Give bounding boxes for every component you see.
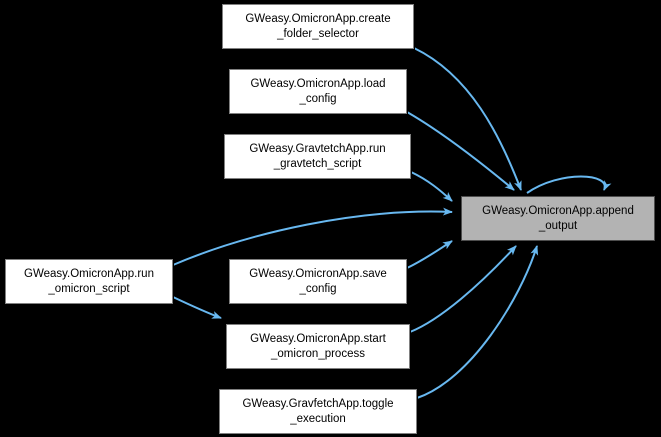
node-label: GWeasy.GravfetchApp.toggle _execution xyxy=(242,397,394,425)
edge-start-omicron-process-to-append-output xyxy=(409,245,517,333)
node-run-gravtetch-script[interactable]: GWeasy.GravtetchApp.run _gravtetch_scrip… xyxy=(224,134,411,179)
edge-run-omicron-script-to-append-output xyxy=(172,207,453,266)
node-label: GWeasy.OmicronApp.load _config xyxy=(250,77,386,105)
edge-save-config-to-append-output xyxy=(406,240,453,269)
node-load-config[interactable]: GWeasy.OmicronApp.load _config xyxy=(229,69,407,114)
node-start-omicron-process[interactable]: GWeasy.OmicronApp.start _omicron_process xyxy=(226,324,410,369)
edge-create-folder-selector-to-append-output xyxy=(413,47,522,191)
node-toggle-execution[interactable]: GWeasy.GravfetchApp.toggle _execution xyxy=(219,389,417,434)
node-label: GWeasy.OmicronApp.create _folder_selecto… xyxy=(245,12,391,40)
node-create-folder-selector[interactable]: GWeasy.OmicronApp.create _folder_selecto… xyxy=(222,4,414,49)
node-label: GWeasy.OmicronApp.start _omicron_process xyxy=(250,332,386,360)
edge-toggle-execution-to-append-output xyxy=(416,245,539,399)
node-label: GWeasy.OmicronApp.append _output xyxy=(482,204,634,232)
node-label: GWeasy.OmicronApp.run _omicron_script xyxy=(24,267,154,295)
node-append-output[interactable]: GWeasy.OmicronApp.append _output xyxy=(461,196,655,241)
edge-run-omicron-script-to-start-omicron-process xyxy=(172,296,222,319)
node-save-config[interactable]: GWeasy.OmicronApp.save _config xyxy=(229,259,407,304)
node-label: GWeasy.GravtetchApp.run _gravtetch_scrip… xyxy=(249,142,386,170)
edge-run-gravtetch-script-to-append-output xyxy=(410,171,453,202)
edge-load-config-to-append-output xyxy=(406,111,515,191)
edge-append-output-self-loop xyxy=(526,175,612,194)
node-label: GWeasy.OmicronApp.save _config xyxy=(249,267,387,295)
node-run-omicron-script[interactable]: GWeasy.OmicronApp.run _omicron_script xyxy=(5,259,173,304)
